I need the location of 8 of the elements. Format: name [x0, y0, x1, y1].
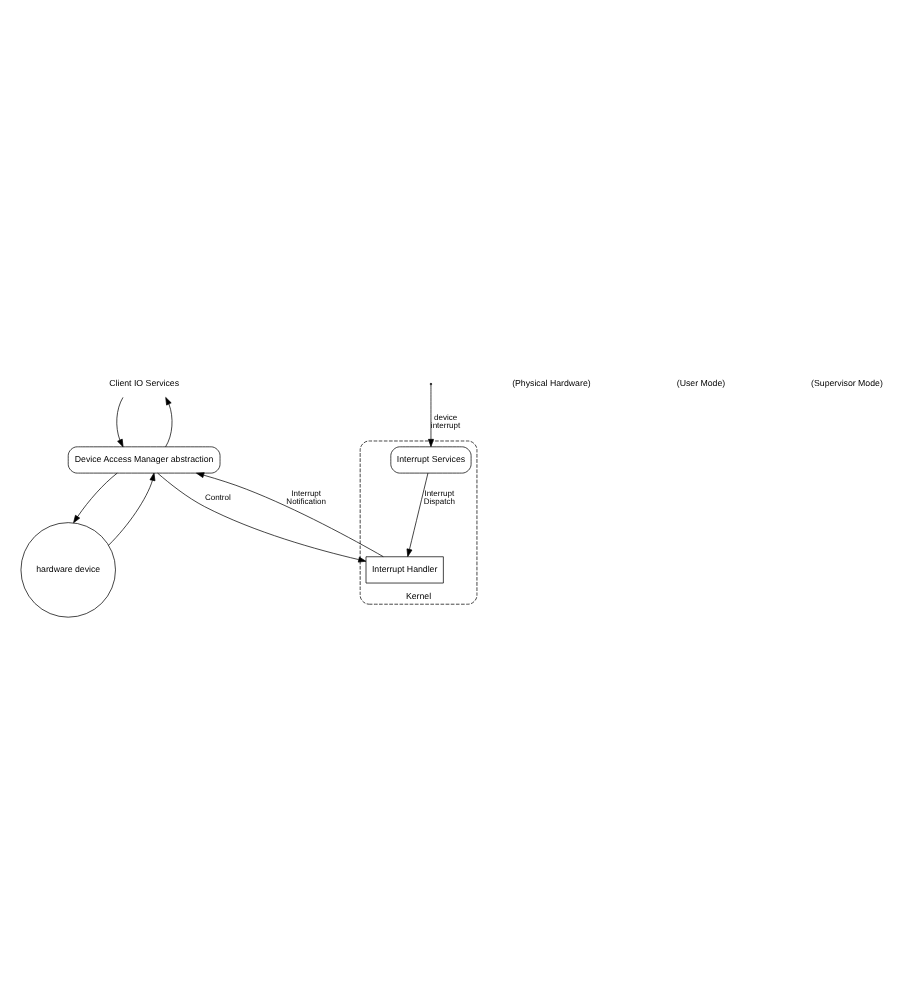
arrow: [196, 472, 384, 557]
arrow: [116, 397, 124, 448]
arrow: [406, 472, 429, 557]
arrow: [73, 472, 118, 524]
arrow: [157, 472, 367, 563]
arrow: [165, 397, 173, 448]
arrow: [428, 384, 434, 448]
arrow: [108, 472, 156, 546]
